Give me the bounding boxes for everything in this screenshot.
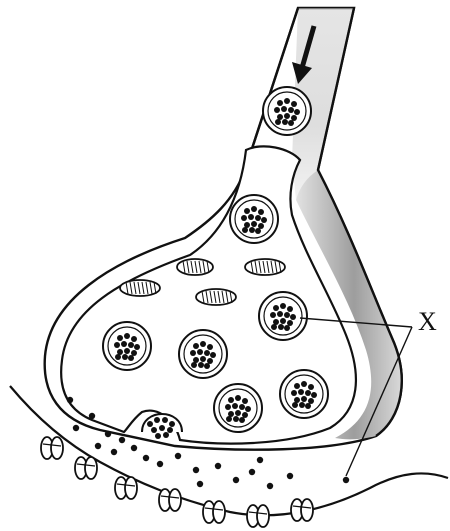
neurotransmitter-dot xyxy=(89,413,95,419)
receptor-protein xyxy=(115,477,137,499)
neurotransmitter-dot xyxy=(95,443,101,449)
neurotransmitter-dot xyxy=(111,449,117,455)
neurotransmitter-dot xyxy=(267,483,273,489)
neurotransmitter-dot xyxy=(233,477,239,483)
synaptic-vesicle xyxy=(259,292,307,340)
mitochondrion xyxy=(245,259,285,275)
synaptic-vesicle xyxy=(103,322,151,370)
neurotransmitter-dot xyxy=(131,445,137,451)
receptor-protein xyxy=(291,499,313,521)
receptor-protein xyxy=(203,501,225,523)
neurotransmitter-dot xyxy=(193,467,199,473)
neurotransmitter-dot xyxy=(215,463,221,469)
synaptic-vesicle xyxy=(179,330,227,378)
synaptic-vesicle xyxy=(280,370,328,418)
synaptic-vesicle xyxy=(230,195,278,243)
neurotransmitter-dot xyxy=(175,453,181,459)
neurotransmitter-dot xyxy=(67,397,73,403)
neurotransmitter-dot xyxy=(343,477,349,483)
neurotransmitter-dot xyxy=(197,481,203,487)
neurotransmitter-dot xyxy=(257,457,263,463)
receptor-protein xyxy=(159,489,181,511)
neurotransmitter-dot xyxy=(249,469,255,475)
receptor-protein xyxy=(41,437,63,459)
neurotransmitter-dot xyxy=(73,425,79,431)
receptor-protein xyxy=(247,505,269,527)
synaptic-vesicle xyxy=(263,87,311,135)
neurotransmitter-dot xyxy=(157,461,163,467)
receptor-protein xyxy=(75,457,97,479)
mitochondrion xyxy=(177,259,213,275)
neurotransmitter-dot xyxy=(105,431,111,437)
mitochondrion xyxy=(196,289,236,305)
mitochondrion xyxy=(120,280,160,296)
label-x: X xyxy=(418,307,437,336)
neurotransmitter-dot xyxy=(143,455,149,461)
neurotransmitter-dot xyxy=(119,437,125,443)
neurotransmitter-dot xyxy=(287,473,293,479)
synaptic-vesicle xyxy=(214,384,262,432)
